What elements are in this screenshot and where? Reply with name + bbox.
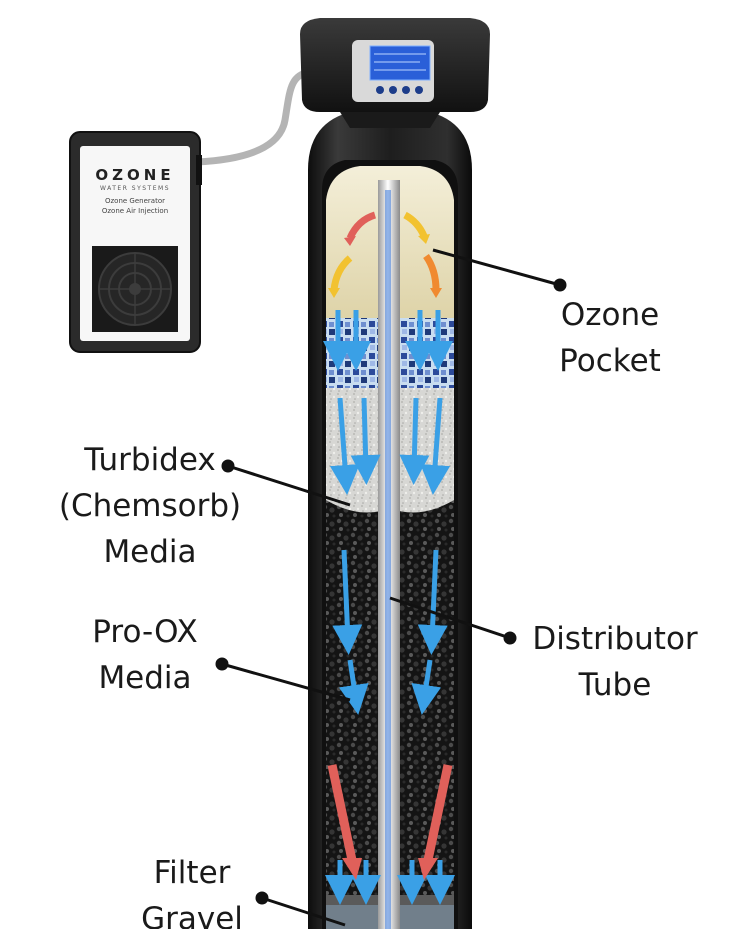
label-turbidex-line-3: Media [103, 534, 197, 570]
generator-line-1: Ozone Generator [105, 197, 165, 205]
leader-lines [215, 248, 567, 927]
label-pro-ox-line-2: Media [98, 660, 192, 696]
label-pro-ox-media: Pro-OX Media [60, 609, 230, 701]
label-gravel-line-1: Filter [153, 855, 231, 891]
air-hose [192, 68, 314, 166]
label-gravel-line-2: Gravel [141, 901, 243, 929]
filter-tank [308, 110, 472, 929]
control-valve-head [300, 18, 490, 128]
leader-distributor [389, 596, 511, 640]
downflow-arrows [323, 310, 455, 905]
ozone-generator: OZONE WATER SYSTEMS Ozone Generator Ozon… [69, 131, 202, 353]
red-flow-arrows [327, 764, 453, 880]
leader-ozone-pocket [432, 248, 561, 287]
leader-pro-ox [221, 662, 351, 702]
label-turbidex-line-2: (Chemsorb) [58, 488, 242, 524]
label-distributor-tube: Distributor Tube [515, 616, 715, 708]
generator-logo: OZONE [95, 166, 174, 184]
label-ozone-pocket: Ozone Pocket [530, 292, 690, 384]
ozone-flow-arrows [328, 211, 442, 298]
generator-line-2: Ozone Air Injection [102, 207, 168, 215]
label-turbidex-line-1: Turbidex [84, 442, 216, 478]
generator-logo-sub: WATER SYSTEMS [100, 185, 170, 192]
label-ozone-pocket-line-1: Ozone [560, 297, 660, 333]
display-screen [369, 45, 431, 81]
label-ozone-pocket-line-2: Pocket [559, 343, 661, 379]
label-pro-ox-line-1: Pro-OX [92, 614, 198, 650]
label-distributor-line-1: Distributor [532, 621, 698, 657]
leader-gravel [261, 896, 346, 927]
leader-turbidex [227, 464, 351, 507]
label-turbidex-media: Turbidex (Chemsorb) Media [40, 437, 260, 575]
label-filter-gravel: Filter Gravel [112, 850, 272, 929]
label-distributor-line-2: Tube [578, 667, 652, 703]
